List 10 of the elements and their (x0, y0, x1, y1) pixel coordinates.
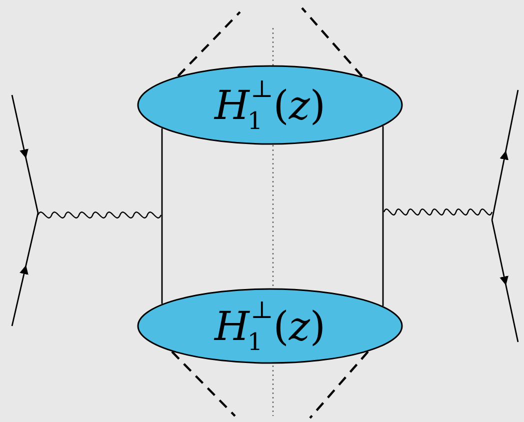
dashed-line (309, 350, 369, 419)
quark-line (382, 126, 384, 306)
dashed-line (171, 350, 236, 417)
blob-ellipse (137, 65, 403, 145)
dashed-line (177, 11, 241, 77)
blob-ellipse (137, 288, 403, 364)
dashed-line (301, 7, 363, 77)
function-label: H$_{1}$$^{⊥}$(z) (213, 77, 327, 133)
function-label: H$_{1}$$^{⊥}$(z) (213, 298, 327, 354)
quark-line (161, 128, 163, 304)
